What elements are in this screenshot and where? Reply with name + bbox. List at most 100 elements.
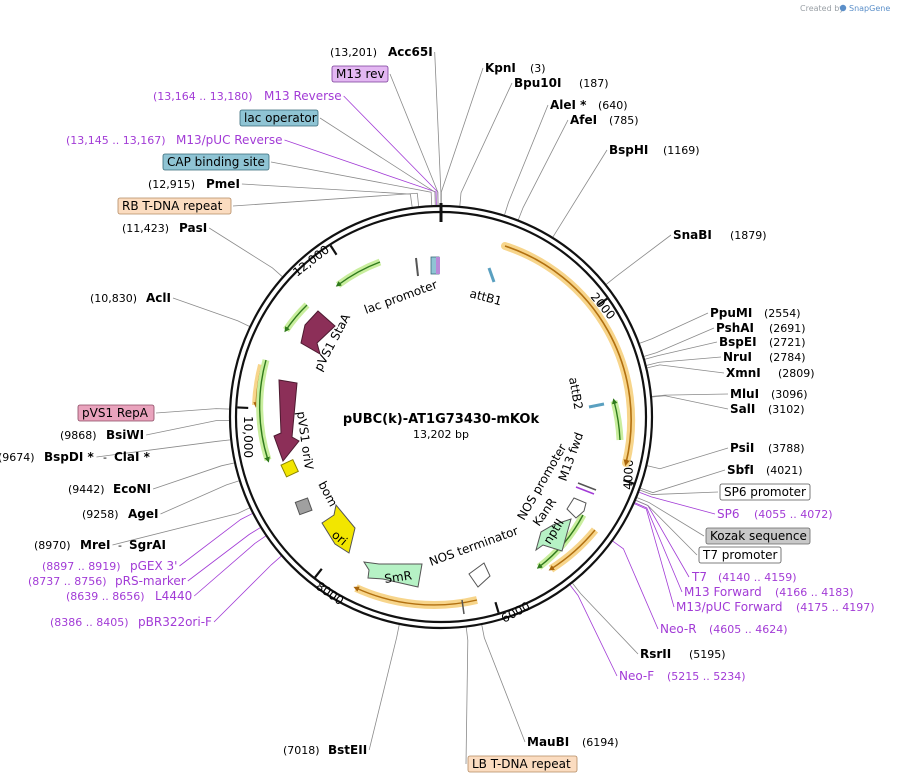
label-smr: SmR	[383, 568, 412, 586]
enzyme-ppumi-pos: (2554)	[764, 307, 801, 320]
enzyme-econi-pos: (9442)	[68, 483, 105, 496]
box-lb-tdna-repeat	[467, 755, 578, 773]
enzyme-nrui-name: NruI	[723, 350, 752, 364]
kanr-arrow	[535, 518, 572, 552]
enzyme-mrei-pos: (8970)	[34, 539, 71, 552]
enzyme-bspdi-name: BspDI *	[44, 450, 94, 464]
leader-line	[208, 227, 283, 277]
feature-arcs	[252, 242, 636, 609]
box-cap-binding-site-label: CAP binding site	[167, 155, 265, 169]
primer-sp6-name: SP6	[717, 507, 740, 521]
box-pvs1-repa-label: pVS1 RepA	[82, 406, 149, 420]
box-pvs1-repa	[77, 404, 155, 422]
enzyme-acli-name: AclI	[146, 291, 171, 305]
leader-line	[160, 480, 239, 515]
leader-line	[504, 104, 549, 215]
enzyme-agei-pos: (9258)	[82, 508, 119, 521]
primer-prs-marker-pos: (8737 .. 8756)	[28, 575, 107, 588]
box-cap-binding-site	[162, 153, 270, 171]
primer-pgex3-pos: (8897 .. 8919)	[42, 560, 121, 573]
enzyme-acli-pos: (10,830)	[90, 292, 137, 305]
leader-line	[343, 95, 439, 206]
enzyme-agei-name: AgeI	[128, 507, 158, 521]
primer-neo-r-pos: (4605 .. 4624)	[709, 623, 788, 636]
enzyme-alei-name: AleI *	[550, 98, 587, 112]
primer-pgex3-name: pGEX 3'	[130, 559, 177, 573]
box-rb-tdna-repeat	[117, 197, 232, 215]
ori-arrow	[321, 503, 356, 554]
label-attb2: attB2	[566, 376, 585, 411]
leader-line	[187, 527, 261, 582]
enzyme-rsrii-name: RsrII	[640, 647, 671, 661]
leader-lines	[96, 51, 729, 765]
leader-line	[518, 119, 569, 220]
enzyme-bsteii-pos: (7018)	[283, 744, 320, 757]
tick-mark-2	[494, 601, 500, 614]
leader-line	[651, 393, 729, 397]
leader-line	[96, 439, 231, 458]
leader-line	[389, 73, 439, 206]
enzyme-maubi-name: MauBI	[527, 735, 569, 749]
leader-line	[179, 513, 253, 567]
leader-line	[284, 139, 437, 206]
primer-m13-forward-name: M13 Forward	[684, 585, 762, 599]
primer-neo-f-name: Neo-F	[619, 669, 654, 683]
origin-feature-marks	[415, 256, 605, 615]
leader-line	[172, 297, 250, 327]
primer-sp6-pos: (4055 .. 4072)	[754, 508, 833, 521]
enzyme-sbfi-pos: (4021)	[766, 464, 803, 477]
enzyme-sgrai-name: SgrAI	[129, 538, 166, 552]
enzyme-bsiwi-name: BsiWI	[106, 428, 144, 442]
enzyme-mrei-sep: -	[118, 539, 122, 552]
primer-pbr322ori-f-pos: (8386 .. 8405)	[50, 616, 129, 629]
leader-line	[636, 497, 705, 537]
tick-mark-3	[314, 568, 323, 579]
leader-line	[640, 469, 726, 494]
leader-line	[634, 502, 683, 593]
inner-features	[273, 310, 587, 588]
primer-m13-forward-pos: (4166 .. 4183)	[775, 586, 854, 599]
primer-l4440-name: L4440	[155, 589, 192, 603]
bom-square	[294, 497, 313, 516]
tick-marks	[237, 244, 635, 614]
leader-line	[647, 364, 725, 374]
primer-m13puc-reverse-name: M13/pUC Reverse	[176, 133, 283, 147]
leader-line	[552, 149, 608, 238]
enzyme-nrui-pos: (2784)	[769, 351, 806, 364]
tick-4000: 4000	[621, 459, 636, 490]
leader-line	[459, 82, 513, 206]
enzyme-pasi-name: PasI	[179, 221, 207, 235]
credit-text: Created by	[800, 4, 844, 13]
box-sp6-promoter-label: SP6 promoter	[724, 485, 806, 499]
tick-6000: 6000	[499, 599, 533, 626]
tick-mark-5	[329, 244, 338, 256]
leader-line	[572, 583, 639, 655]
leader-line	[368, 624, 400, 751]
primer-t7-pos: (4140 .. 4159)	[718, 571, 797, 584]
enzyme-afei-pos: (785)	[609, 114, 639, 127]
enzyme-bspei-name: BspEI	[719, 335, 757, 349]
tick-mark-1	[623, 479, 635, 485]
enzyme-sali-name: SalI	[730, 402, 755, 416]
primer-t7-name: T7	[691, 570, 707, 584]
leader-line	[612, 540, 659, 630]
enzyme-ppumi-name: PpuMI	[710, 306, 752, 320]
primer-l4440-pos: (8639 .. 8656)	[66, 590, 145, 603]
box-lb-tdna-repeat-label: LB T-DNA repeat	[472, 757, 571, 771]
box-kozak-sequence	[705, 527, 811, 545]
primer-neo-f-pos: (5215 .. 5234)	[667, 670, 746, 683]
leader-line	[606, 234, 672, 285]
enzyme-afei-name: AfeI	[570, 113, 597, 127]
label-lac-promoter: lac promoter	[362, 277, 439, 316]
plasmid-size: 13,202 bp	[413, 428, 469, 441]
enzyme-maubi-pos: (6194)	[582, 736, 619, 749]
label-nos-terminator: NOS terminator	[427, 524, 520, 569]
enzyme-bpu10i-pos: (187)	[579, 77, 609, 90]
yellow-square	[280, 458, 299, 478]
leader-line	[440, 67, 484, 206]
leader-line	[213, 555, 282, 623]
enzyme-kpni-pos: (3)	[530, 62, 546, 75]
box-t7-promoter	[698, 546, 782, 564]
box-m13-rev-label: M13 rev	[336, 67, 385, 81]
